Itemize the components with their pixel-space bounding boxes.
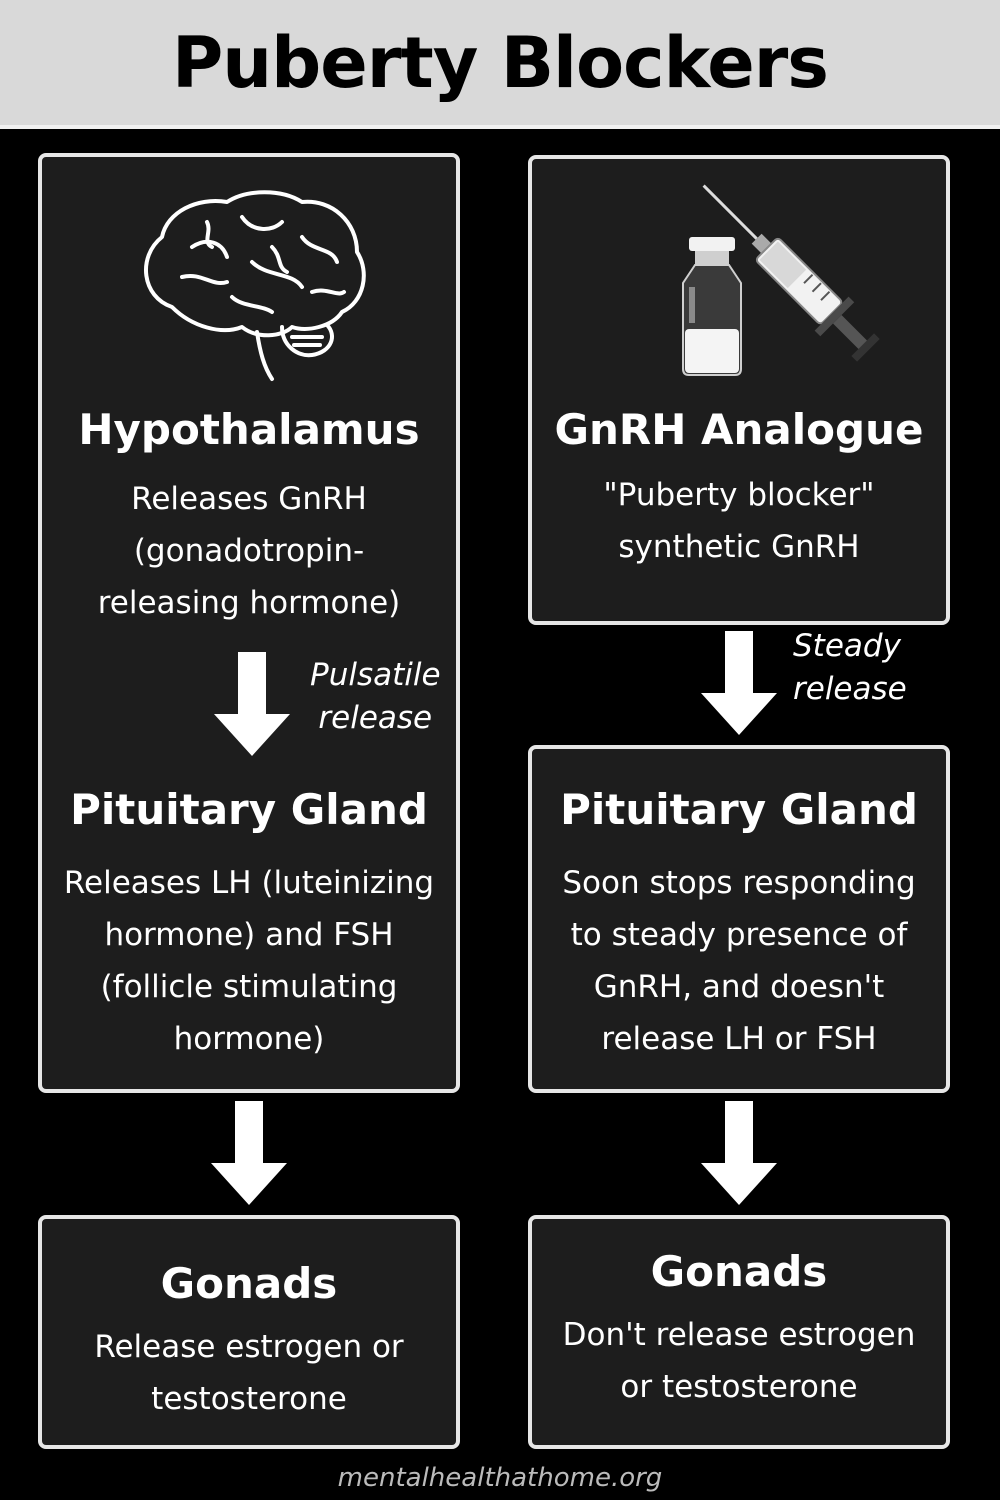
text-line: synthetic GnRH xyxy=(618,529,860,565)
text-line: Release estrogen or xyxy=(94,1329,404,1365)
steady-release-label: Steady release xyxy=(793,628,907,707)
hypothalamus-description: Releases GnRH (gonadotropin- releasing h… xyxy=(42,473,456,629)
pulsatile-release-label: Pulsatile release xyxy=(310,657,441,736)
gonads-box-left: Gonads Release estrogen or testosterone xyxy=(38,1215,460,1449)
text-line: to steady presence of xyxy=(570,917,908,953)
gnrh-analogue-title: GnRH Analogue xyxy=(554,405,924,454)
pituitary-title: Pituitary Gland xyxy=(70,785,428,834)
header-banner: Puberty Blockers xyxy=(0,0,1000,129)
text-line: GnRH, and doesn't xyxy=(593,969,885,1005)
text-line: (gonadotropin- xyxy=(133,533,365,569)
down-arrow-icon xyxy=(701,1101,777,1205)
syringe-icon xyxy=(702,184,880,362)
hypothalamus-pituitary-box: Hypothalamus Releases GnRH (gonadotropin… xyxy=(38,153,460,1093)
text-line: releasing hormone) xyxy=(97,585,401,621)
text-line: Releases GnRH xyxy=(131,481,367,517)
text-line: release LH or FSH xyxy=(601,1021,877,1057)
gonads-box-right: Gonads Don't release estrogen or testost… xyxy=(528,1215,950,1449)
text-line: or testosterone xyxy=(620,1369,858,1405)
hypothalamus-title: Hypothalamus xyxy=(78,405,420,454)
gonads-title: Gonads xyxy=(650,1247,828,1296)
down-arrow-icon xyxy=(701,631,777,735)
gonads-description: Don't release estrogen or testosterone xyxy=(532,1309,946,1413)
down-arrow-icon xyxy=(214,652,290,756)
text-line: (follicle stimulating xyxy=(100,969,398,1005)
gnrh-analogue-box: GnRH Analogue "Puberty blocker" syntheti… xyxy=(528,155,950,625)
source-url: mentalhealthathome.org xyxy=(337,1463,663,1493)
gnrh-analogue-description: "Puberty blocker" synthetic GnRH xyxy=(532,469,946,573)
text-line: "Puberty blocker" xyxy=(603,477,875,513)
text-line: Releases LH (luteinizing xyxy=(63,865,435,901)
text-line: hormone) xyxy=(173,1021,325,1057)
pituitary-description: Soon stops responding to steady presence… xyxy=(532,857,946,1065)
vial-icon xyxy=(682,237,742,376)
down-arrow-icon xyxy=(211,1101,287,1205)
gonads-description: Release estrogen or testosterone xyxy=(42,1321,456,1425)
pituitary-box-right: Pituitary Gland Soon stops responding to… xyxy=(528,745,950,1093)
gonads-title: Gonads xyxy=(160,1259,338,1308)
brain-icon xyxy=(144,190,366,381)
text-line: testosterone xyxy=(151,1381,347,1417)
pituitary-description: Releases LH (luteinizing hormone) and FS… xyxy=(42,857,456,1065)
page-title: Puberty Blockers xyxy=(172,21,829,104)
text-line: Soon stops responding xyxy=(562,865,916,901)
pituitary-title: Pituitary Gland xyxy=(560,785,918,834)
text-line: hormone) and FSH xyxy=(104,917,394,953)
text-line: Don't release estrogen xyxy=(562,1317,916,1353)
